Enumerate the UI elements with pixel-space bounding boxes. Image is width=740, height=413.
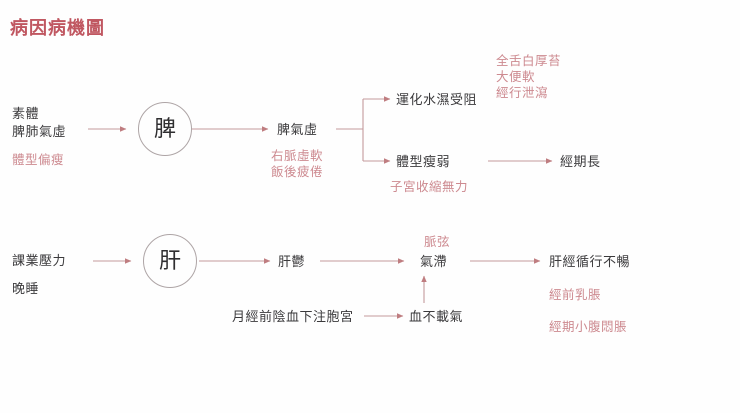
liver-cause-line1: 課業壓力 (12, 253, 67, 268)
spleen-cause-line2: 脾肺氣虛 (12, 124, 67, 139)
liver-result: 肝經循行不暢 (549, 254, 631, 269)
liver-pattern: 肝鬱 (278, 254, 306, 269)
liver-stagnation: 氣滯 (420, 254, 448, 269)
page-title: 病因病機圖 (10, 18, 105, 38)
spleen-outcome-upper-note-2: 大便軟 (496, 70, 536, 84)
liver-secondary-effect: 血不載氣 (409, 309, 464, 324)
spleen-result: 經期長 (560, 154, 601, 169)
spleen-outcome-upper: 運化水濕受阻 (396, 92, 478, 107)
spleen-outcome-lower: 體型瘦弱 (396, 154, 451, 169)
liver-result-note-2: 經期小腹悶脹 (549, 320, 628, 334)
liver-result-note-1: 經前乳脹 (549, 288, 602, 302)
spleen-cause-note: 體型偏瘦 (12, 153, 65, 167)
organ-node-spleen: 脾 (138, 102, 192, 156)
spleen-pattern-note-1: 右脈虛軟 (271, 149, 324, 163)
organ-node-spleen-label: 脾 (153, 116, 176, 141)
spleen-outcome-upper-note-3: 經行泄瀉 (496, 86, 549, 100)
organ-node-liver-label: 肝 (158, 248, 181, 273)
spleen-pattern: 脾氣虛 (277, 122, 318, 137)
spleen-outcome-upper-note-1: 全舌白厚苔 (496, 54, 562, 68)
spleen-cause-line1: 素體 (12, 106, 40, 121)
liver-cause-line2: 晚睡 (12, 281, 40, 296)
spleen-outcome-lower-note: 子宮收縮無力 (390, 180, 469, 194)
organ-node-liver: 肝 (143, 234, 197, 288)
liver-stagnation-note: 脈弦 (424, 235, 451, 249)
spleen-pattern-note-2: 飯後疲倦 (271, 165, 324, 179)
branch-bracket (336, 99, 364, 161)
liver-secondary-cause: 月經前陰血下注胞宮 (232, 309, 354, 324)
